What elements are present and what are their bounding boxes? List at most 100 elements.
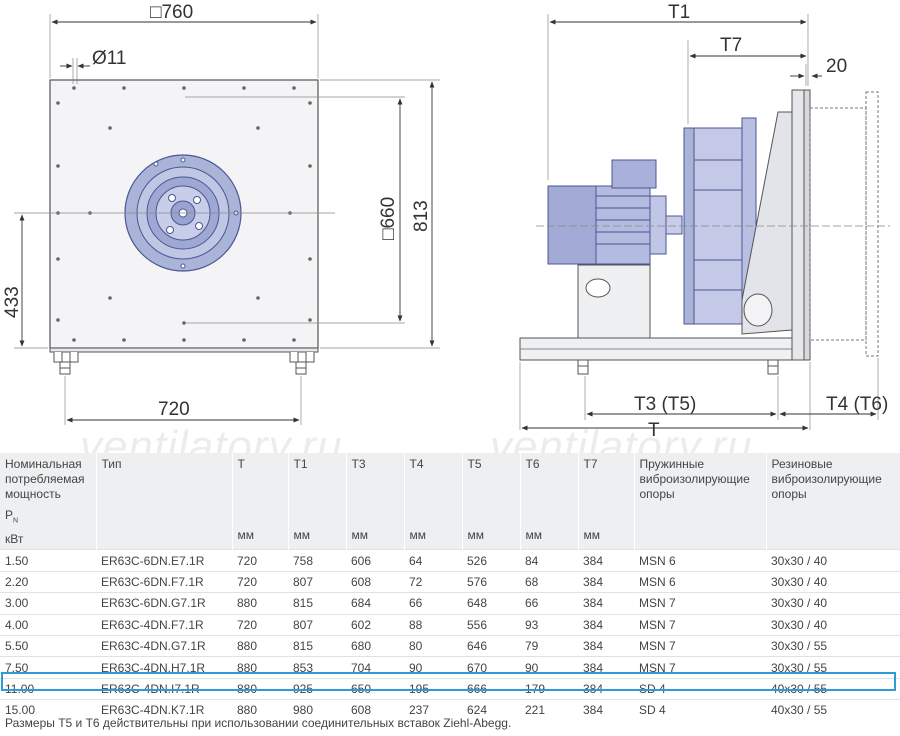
table-cell: ER63C-4DN.H7.1R — [96, 656, 232, 679]
dim-t4-label: T4 (T6) — [826, 394, 888, 415]
table-cell: MSN 7 — [634, 656, 766, 679]
table-cell: ER63C-4DN.I7.1R — [96, 677, 232, 700]
table-cell: 720 — [232, 613, 288, 636]
table-cell: 7.50 — [0, 656, 96, 679]
header-power: Номинальная потребляемая мощность PN кВт — [0, 453, 97, 550]
technical-drawing: □760 Ø11 □660 813 433 720 — [2, 2, 890, 441]
spec-table: Номинальная потребляемая мощность PN кВт… — [0, 453, 900, 721]
table-cell: 4.00 — [0, 613, 96, 636]
dim-t1-label: T1 — [668, 2, 690, 23]
header-text: Номинальная потребляемая мощность — [5, 457, 85, 501]
table-cell: 384 — [578, 656, 634, 679]
table-cell: 384 — [578, 613, 634, 636]
table-cell: 384 — [578, 634, 634, 657]
table-cell: 980 — [288, 699, 346, 721]
table-cell: 815 — [288, 634, 346, 657]
table-cell: 384 — [578, 677, 634, 700]
header-unit: кВт — [5, 532, 24, 547]
table-cell: 221 — [520, 699, 578, 721]
table-cell: 606 — [346, 549, 404, 572]
motor — [547, 159, 683, 265]
table-cell: 11.00 — [0, 677, 96, 700]
table-cell: SD 4 — [634, 699, 766, 721]
table-cell: 179 — [520, 677, 578, 700]
table-cell: 624 — [462, 699, 520, 721]
table-cell: MSN 7 — [634, 634, 766, 657]
table-cell: ER63C-6DN.G7.1R — [96, 592, 232, 615]
table-cell: 84 — [520, 549, 578, 572]
table-cell: 93 — [520, 613, 578, 636]
front-view — [14, 14, 440, 425]
table-cell: 30x30 / 40 — [766, 549, 900, 572]
header-rubber-mounts: Резиновые виброизолирующие опоры — [766, 453, 900, 550]
table-cell: 3.00 — [0, 592, 96, 615]
table-cell: MSN 6 — [634, 570, 766, 593]
dim-width-label: □760 — [150, 2, 193, 23]
table-cell: 30x30 / 55 — [766, 634, 900, 657]
table-cell: ER63C-6DN.F7.1R — [96, 570, 232, 593]
table-cell: ER63C-4DN.K7.1R — [96, 699, 232, 721]
table-cell: 2.20 — [0, 570, 96, 593]
table-cell: 853 — [288, 656, 346, 679]
table-cell: 40x30 / 55 — [766, 699, 900, 721]
table-cell: 384 — [578, 699, 634, 721]
table-cell: 30x30 / 40 — [766, 613, 900, 636]
table-cell: 608 — [346, 699, 404, 721]
table-cell: 646 — [462, 634, 520, 657]
table-cell: 650 — [346, 677, 404, 700]
table-cell: 880 — [232, 592, 288, 615]
table-cell: 40x30 / 55 — [766, 677, 900, 700]
table-cell: 195 — [404, 677, 462, 700]
table-cell: 666 — [462, 677, 520, 700]
table-cell: 670 — [462, 656, 520, 679]
dim-hole-label: Ø11 — [92, 48, 127, 69]
table-cell: 90 — [404, 656, 462, 679]
table-cell: 680 — [346, 634, 404, 657]
table-header-row: Номинальная потребляемая мощность PN кВт… — [0, 453, 900, 550]
dim-t7-label: T7 — [720, 35, 742, 56]
table-cell: 758 — [288, 549, 346, 572]
table-cell: 684 — [346, 592, 404, 615]
table-cell: 720 — [232, 549, 288, 572]
table-cell: 66 — [404, 592, 462, 615]
table-cell: 30x30 / 55 — [766, 656, 900, 679]
front-feet — [49, 347, 319, 375]
table-cell: 15.00 — [0, 699, 96, 721]
table-cell: 526 — [462, 549, 520, 572]
table-cell: 608 — [346, 570, 404, 593]
table-cell: 384 — [578, 549, 634, 572]
side-view — [519, 14, 890, 431]
table-cell: 64 — [404, 549, 462, 572]
table-cell: 88 — [404, 613, 462, 636]
table-cell: 1.50 — [0, 549, 96, 572]
table-cell: 704 — [346, 656, 404, 679]
table-cell: 880 — [232, 634, 288, 657]
motor-pedestal — [577, 264, 651, 339]
table-cell: SD 4 — [634, 677, 766, 700]
table-cell: 5.50 — [0, 634, 96, 657]
dim-height-label: 813 — [411, 200, 432, 232]
dim-flange-label: 20 — [826, 56, 847, 77]
table-cell: 880 — [232, 699, 288, 721]
table-cell: ER63C-4DN.G7.1R — [96, 634, 232, 657]
table-cell: ER63C-4DN.F7.1R — [96, 613, 232, 636]
table-cell: 880 — [232, 656, 288, 679]
table-cell: 30x30 / 40 — [766, 592, 900, 615]
table-cell: 807 — [288, 613, 346, 636]
table-cell: 602 — [346, 613, 404, 636]
table-cell: 66 — [520, 592, 578, 615]
table-cell: 237 — [404, 699, 462, 721]
table-cell: MSN 7 — [634, 613, 766, 636]
table-cell: 80 — [404, 634, 462, 657]
table-cell: 68 — [520, 570, 578, 593]
